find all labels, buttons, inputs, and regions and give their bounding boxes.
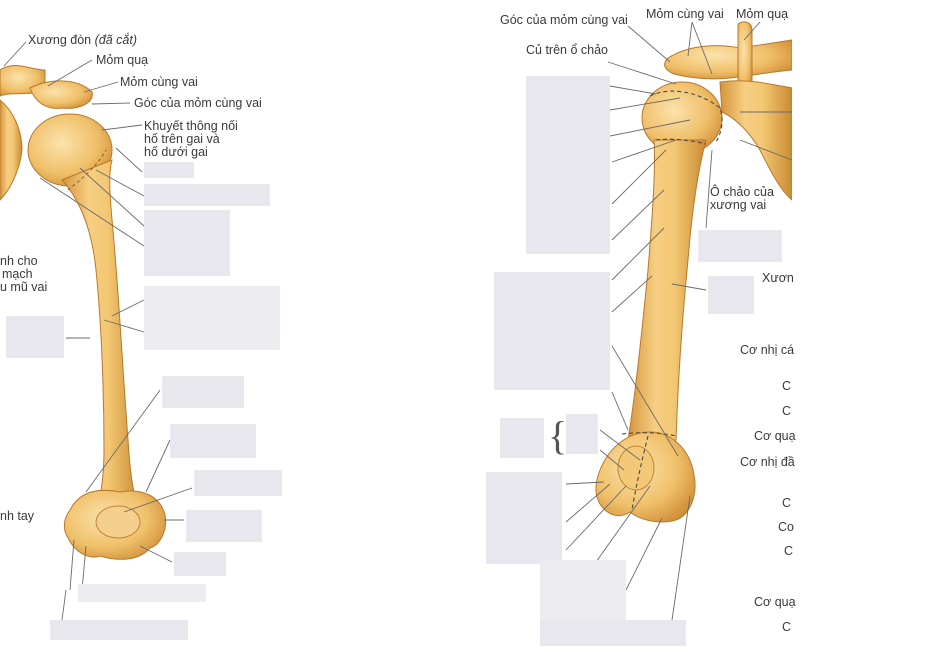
label-acromion-left: Mỏm cùng vai	[120, 75, 198, 89]
label-c6: C	[782, 620, 792, 634]
label-mask	[78, 584, 206, 602]
label-vessel-3: u mũ vai	[0, 280, 48, 294]
right-capsule-line-bottom	[621, 432, 677, 437]
label-mask	[500, 418, 544, 458]
label-mask	[486, 472, 562, 564]
right-humerus-shaft	[627, 139, 707, 441]
label-biceps2-fragment: Cơ nhị đầ	[740, 455, 795, 469]
label-acromion-right: Mỏm cùng vai	[646, 7, 724, 21]
left-humerus-shaft	[61, 159, 141, 516]
left-trochlea	[95, 505, 141, 539]
left-humerus	[0, 65, 167, 560]
label-mask	[174, 552, 226, 576]
label-coracoid-right: Mỏm quạ	[736, 7, 789, 21]
vessel-2-text: mạch	[2, 267, 33, 281]
label-mask	[50, 620, 188, 640]
label-glenoid-2: xương vai	[710, 198, 767, 212]
label-mask	[144, 162, 194, 178]
label-notch-1: Khuyết thông nối	[144, 119, 238, 133]
left-epiphyseal-line	[67, 149, 107, 191]
label-mask	[6, 316, 64, 358]
label-acromion-angle-left: Góc của mỏm cùng vai	[134, 96, 262, 110]
left-acromion-shape	[29, 80, 93, 109]
label-mask	[194, 470, 282, 496]
label-mask	[144, 184, 270, 206]
label-mask	[162, 376, 244, 408]
label-bone-fragment: Xươn	[762, 271, 794, 285]
label-mask	[708, 276, 754, 314]
label-mask	[186, 510, 262, 542]
label-coraco-fragment: Cơ quạ	[754, 429, 796, 443]
label-c3: C	[782, 496, 792, 510]
label-mask	[540, 620, 686, 646]
right-leader-lines	[565, 21, 793, 621]
label-mask	[540, 560, 626, 620]
label-glenoid-1: Ô chảo của	[710, 185, 774, 199]
label-vessel-2: mạch	[0, 268, 33, 281]
right-capsule-line-top	[649, 90, 723, 143]
label-coracoid-left: Mỏm quạ	[96, 53, 149, 67]
label-coraco2-fragment: Cơ quạ	[754, 595, 796, 609]
right-acromion-shape	[664, 39, 793, 80]
label-acromion-angle-right: Góc của mỏm cùng vai	[500, 13, 628, 27]
label-biceps-fragment: Cơ nhị cá	[740, 343, 795, 357]
label-supraglenoid: Củ trên ổ chảo	[526, 43, 608, 57]
label-nerve-fragment: nh tay	[0, 509, 35, 523]
label-notch-2: hố trên gai và	[144, 132, 220, 146]
left-scapula-edge	[0, 99, 23, 201]
label-mask	[170, 424, 256, 458]
label-mask	[144, 210, 230, 276]
right-olecranon-fossa	[617, 445, 655, 491]
label-mask	[566, 414, 598, 454]
right-humerus	[595, 21, 793, 523]
left-leader-lines	[3, 41, 193, 621]
label-c4: Co	[778, 520, 794, 534]
right-capsule-line-vertical	[631, 435, 649, 511]
label-c5: C	[784, 544, 794, 558]
label-vessel-1: nh cho	[0, 254, 38, 268]
label-c1: C	[782, 379, 792, 393]
label-mask	[698, 230, 782, 262]
image-right-crop	[792, 0, 952, 650]
right-scapula-body	[719, 80, 793, 202]
label-mask	[144, 286, 280, 350]
label-c2: C	[782, 404, 792, 418]
label-mask	[526, 76, 610, 254]
label-notch-3: hố dưới gai	[144, 145, 208, 159]
label-mask	[494, 272, 610, 390]
curly-brace: {	[548, 413, 568, 458]
label-clavicle: Xương đòn (đã cắt)	[28, 33, 138, 47]
